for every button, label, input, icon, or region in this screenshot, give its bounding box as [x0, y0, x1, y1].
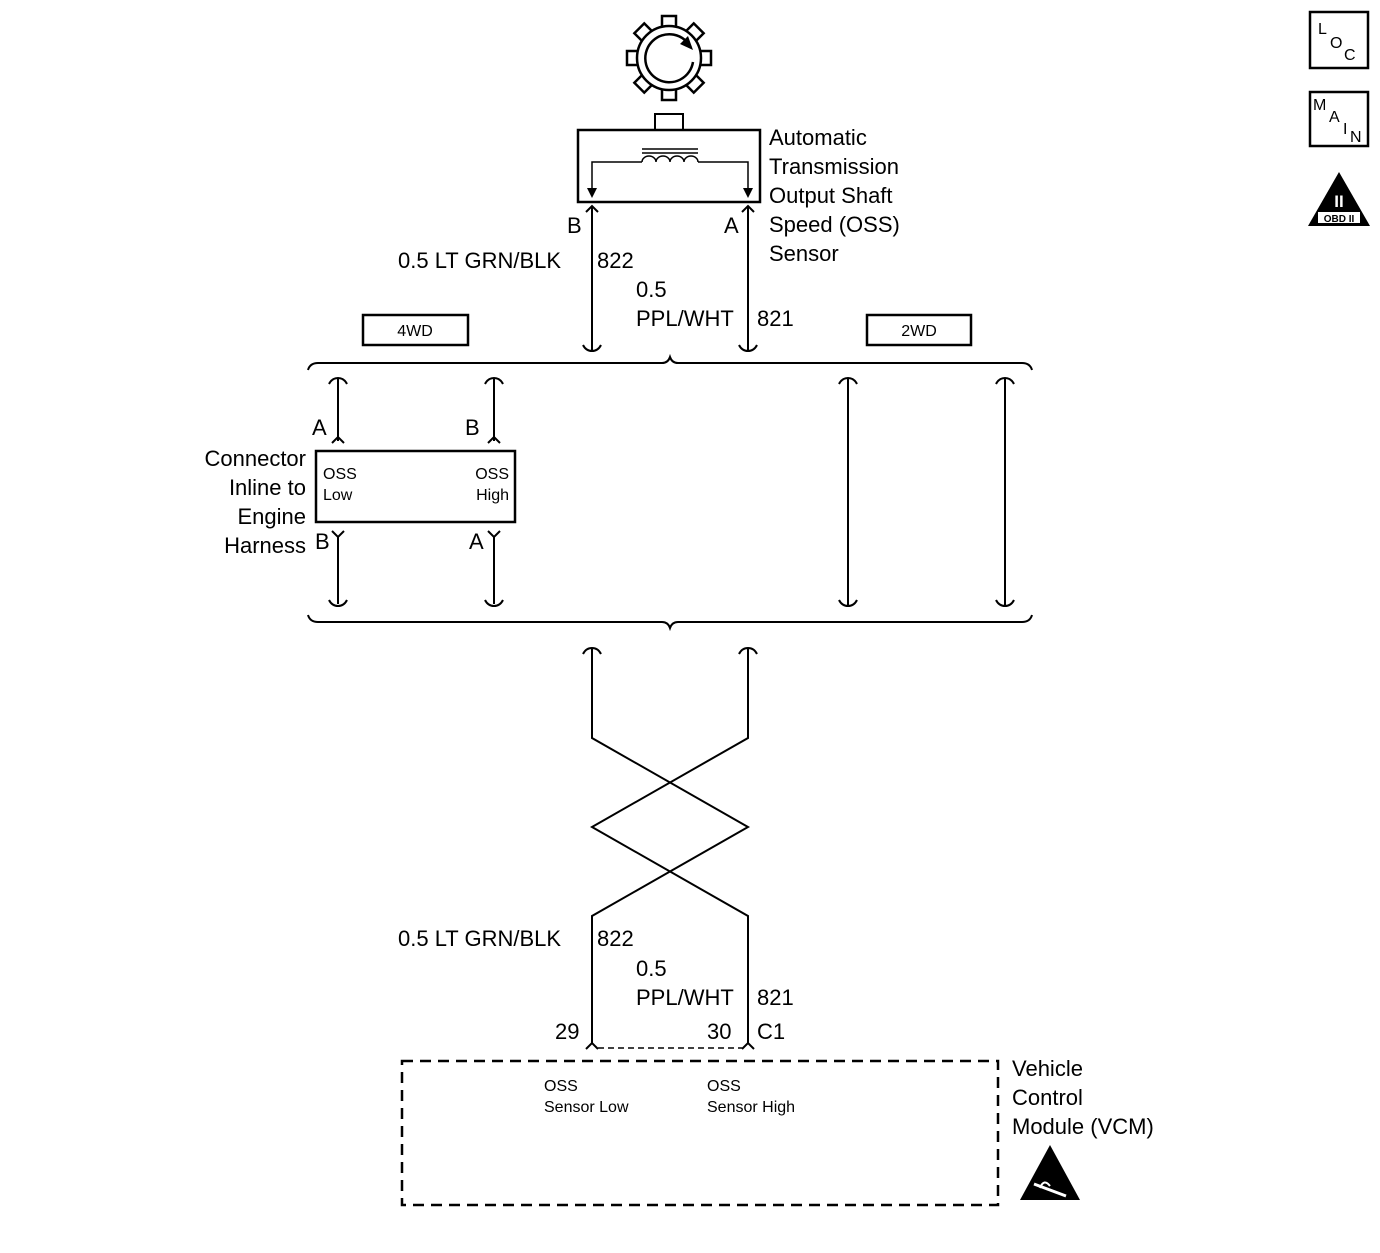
bottom-low-circuit: 822 — [597, 926, 634, 951]
svg-text:Module (VCM): Module (VCM) — [1012, 1114, 1154, 1139]
vcm-high-label-1: OSS — [707, 1078, 741, 1095]
top-high-circuit: 821 — [757, 306, 794, 331]
oss-sensor — [576, 113, 762, 204]
connector-right-label-1: OSS — [475, 466, 509, 483]
loc-letter-c: C — [1344, 47, 1356, 64]
connector-left-label-1: OSS — [323, 466, 357, 483]
bottom-high-circuit: 821 — [757, 985, 794, 1010]
bottom-variant-brace — [307, 614, 1033, 632]
vcm-pin-high: 30 — [707, 1019, 731, 1044]
svg-text:Automatic: Automatic — [769, 125, 867, 150]
svg-text:Vehicle: Vehicle — [1012, 1056, 1083, 1081]
vcm-low-label-1: OSS — [544, 1078, 578, 1095]
vcm-low-label-2: Sensor Low — [544, 1099, 629, 1116]
sensor-name: Automatic Transmission Output Shaft Spee… — [769, 125, 900, 266]
main-letter-a: A — [1329, 109, 1340, 126]
bottom-high-color: PPL/WHT — [636, 985, 734, 1010]
obd-text: OBD II — [1324, 214, 1355, 225]
loc-letter-o: O — [1330, 35, 1342, 52]
obd-ii-icon[interactable]: II OBD II — [1308, 172, 1370, 226]
bottom-low-wire-label: 0.5 LT GRN/BLK — [398, 926, 561, 951]
sensor-output-wires — [582, 204, 758, 353]
4wd-branch-wires — [328, 376, 504, 608]
svg-text:Output Shaft: Output Shaft — [769, 183, 893, 208]
loc-letter-l: L — [1318, 21, 1327, 38]
svg-text:4WD: 4WD — [397, 323, 433, 340]
2wd-branch-wires — [838, 376, 1015, 608]
variant-4wd-tag: 4WD — [361, 313, 470, 347]
svg-text:Sensor: Sensor — [769, 241, 839, 266]
svg-text:Connector: Connector — [204, 446, 306, 471]
vcm-connector-id: C1 — [757, 1019, 785, 1044]
main-icon[interactable]: M A I N — [1308, 90, 1370, 148]
top-high-size: 0.5 — [636, 277, 667, 302]
sensor-pin-b: B — [567, 213, 582, 238]
top-variant-brace — [307, 353, 1033, 371]
twisted-pair-wires — [582, 646, 758, 1050]
esd-warning-icon — [1020, 1145, 1080, 1200]
vcm-pin-low: 29 — [555, 1019, 579, 1044]
top-low-circuit: 822 — [597, 248, 634, 273]
vcm-high-label-2: Sensor High — [707, 1099, 795, 1116]
connector-bottom-pin-right: A — [469, 529, 484, 554]
top-low-wire-label: 0.5 LT GRN/BLK — [398, 248, 561, 273]
svg-text:Control: Control — [1012, 1085, 1083, 1110]
sensor-pin-a: A — [724, 213, 739, 238]
connector-bottom-pin-left: B — [315, 529, 330, 554]
bottom-high-size: 0.5 — [636, 956, 667, 981]
vcm-name: Vehicle Control Module (VCM) — [1012, 1056, 1154, 1139]
inline-connector: OSS Low OSS High — [314, 449, 517, 524]
vcm-module: OSS Sensor Low OSS Sensor High — [400, 1059, 1000, 1207]
svg-text:Harness: Harness — [224, 533, 306, 558]
connector-top-pin-right: B — [465, 415, 480, 440]
svg-text:Inline to: Inline to — [229, 475, 306, 500]
variant-2wd-tag: 2WD — [865, 313, 973, 347]
connector-left-label-2: Low — [323, 487, 353, 504]
location-icon[interactable]: L O C — [1308, 10, 1370, 70]
main-letter-n: N — [1350, 129, 1362, 146]
obd-numeral: II — [1334, 192, 1343, 211]
connector-right-label-2: High — [476, 487, 509, 504]
svg-text:Transmission: Transmission — [769, 154, 899, 179]
svg-text:Engine: Engine — [237, 504, 306, 529]
top-high-color: PPL/WHT — [636, 306, 734, 331]
svg-text:2WD: 2WD — [901, 323, 937, 340]
main-letter-i: I — [1343, 121, 1347, 138]
svg-text:Speed (OSS): Speed (OSS) — [769, 212, 900, 237]
gear-icon — [625, 14, 713, 102]
main-letter-m: M — [1313, 97, 1326, 114]
connector-top-pin-left: A — [312, 415, 327, 440]
connector-name: Connector Inline to Engine Harness — [204, 446, 306, 558]
